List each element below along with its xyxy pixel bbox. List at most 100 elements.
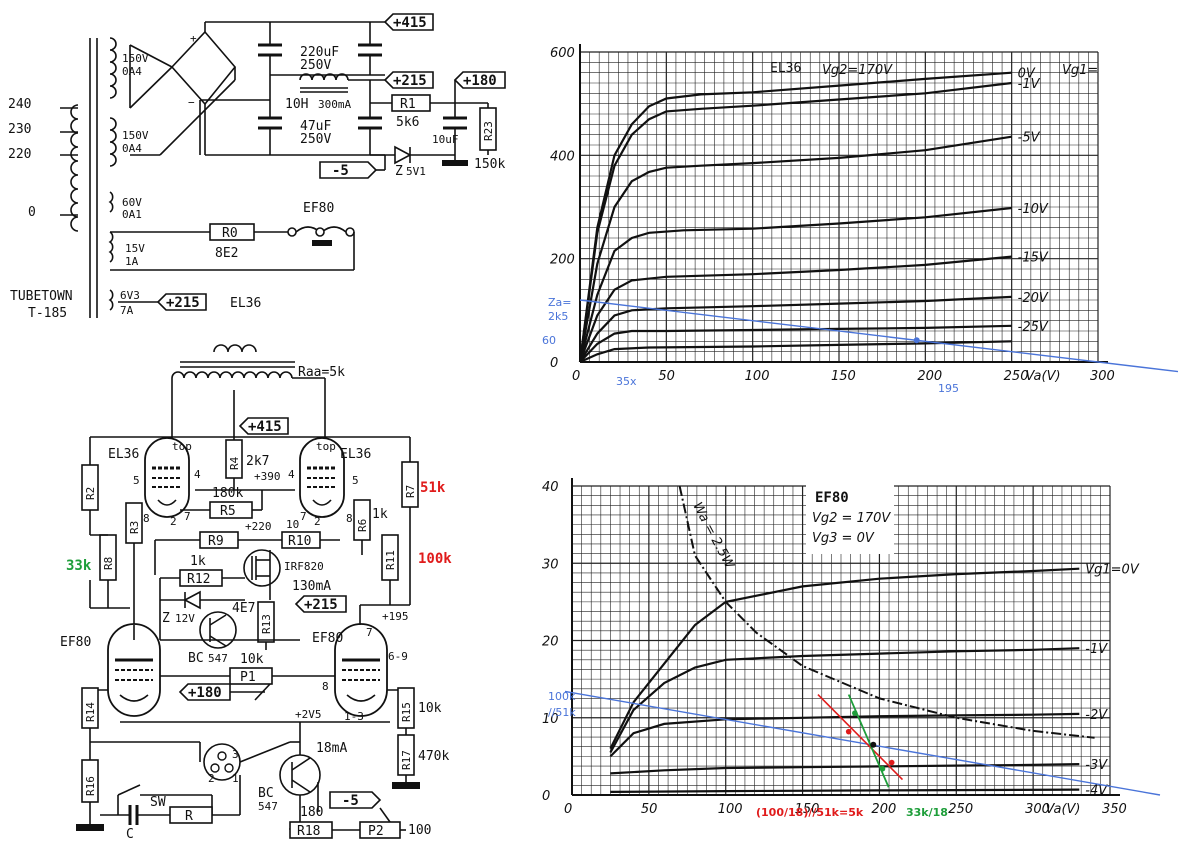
svg-text:R8: R8 — [102, 557, 115, 570]
v2v5-label: +2V5 — [295, 708, 322, 721]
green-mark-1 — [852, 710, 858, 716]
series-curve — [578, 71, 1012, 363]
raa-label: Raa=5k — [298, 365, 345, 380]
series-label: -4V — [1085, 784, 1108, 799]
zener-12v — [183, 590, 201, 610]
primary-winding — [70, 104, 79, 232]
svg-text:BC: BC — [258, 786, 274, 801]
green-mark-2 — [879, 765, 886, 772]
svg-text:8: 8 — [143, 512, 150, 525]
c1-value: 220uF — [300, 45, 339, 60]
svg-text:7: 7 — [366, 626, 373, 639]
bridge-rectifier — [170, 30, 237, 106]
x-tick-label: 300 — [1090, 369, 1115, 384]
red-line-label: (100/18)//51k=5k — [756, 806, 864, 819]
winding2-i: 0A4 — [122, 142, 142, 155]
svg-text:R10: R10 — [288, 534, 311, 549]
y-tick-label: 30 — [542, 557, 559, 572]
r11-value: 100k — [418, 551, 452, 567]
svg-text:Z: Z — [395, 164, 403, 179]
c2-value: 47uF — [300, 119, 331, 134]
series-curve — [579, 324, 1012, 363]
rail-tag-180b: +180 — [178, 683, 231, 701]
chart1-title: EL36 — [770, 61, 801, 76]
svg-text:8: 8 — [322, 680, 329, 693]
svg-text:R0: R0 — [222, 226, 238, 241]
model-label: T-185 — [28, 306, 67, 321]
svg-text:R18: R18 — [297, 824, 320, 839]
green-load-line — [847, 694, 890, 788]
ef80-right-label: EF80 — [312, 631, 343, 646]
tap-220: 220 — [8, 147, 31, 162]
svg-text:R: R — [185, 809, 193, 824]
rail-tag-215b: +215 — [156, 293, 207, 311]
v390-label: +390 — [254, 470, 281, 483]
svg-text:-5: -5 — [342, 793, 359, 809]
rail-tag-215: +215 — [383, 71, 434, 89]
c2-voltage: 250V — [300, 132, 331, 147]
svg-text:547: 547 — [258, 800, 278, 813]
svg-text:+180: +180 — [463, 73, 497, 89]
svg-text:R13: R13 — [260, 614, 273, 634]
tube-ef80-right — [334, 623, 388, 717]
x-tick-label: 200 — [871, 802, 896, 817]
svg-text:6-9: 6-9 — [388, 650, 408, 663]
svg-text:R17: R17 — [400, 750, 413, 770]
svg-text:Z: Z — [162, 611, 170, 626]
tap-230: 230 — [8, 122, 31, 137]
brand-label: TUBETOWN — [10, 289, 73, 304]
chart1-subtitle: Vg2=170V — [822, 63, 893, 78]
r5-value: 180k — [212, 486, 243, 501]
svg-text:R6: R6 — [356, 519, 369, 532]
svg-text:R14: R14 — [84, 702, 97, 722]
x-tick-label: 50 — [658, 369, 675, 384]
load-x-mark-hi: 195 — [938, 382, 959, 395]
tap-0: 0 — [28, 205, 36, 220]
chart2-subtitle: Vg2 = 170V — [812, 511, 891, 526]
winding4-v: 15V — [125, 242, 145, 255]
x-axis-label: Va(V) — [1045, 802, 1080, 817]
svg-text:C: C — [126, 827, 134, 842]
series-label: -20V — [1018, 291, 1049, 306]
series-label: -2V — [1085, 708, 1108, 723]
svg-text:+215: +215 — [166, 295, 200, 311]
zener-diode — [394, 145, 412, 165]
rail-tag-minus5b: -5 — [329, 791, 382, 809]
p2-value: 100 — [408, 823, 431, 838]
y-tick-label: 0 — [550, 356, 558, 371]
winding2-v: 150V — [122, 129, 149, 142]
heater-el36-label: EL36 — [230, 296, 261, 311]
choke-value: 10H — [285, 97, 308, 112]
svg-text:5: 5 — [352, 474, 359, 487]
load-line — [579, 299, 1179, 373]
series-label: -3V — [1085, 758, 1108, 773]
red-load-line — [817, 694, 904, 781]
series-curve — [610, 763, 1080, 775]
v195-label: +195 — [382, 610, 409, 623]
y-tick-label: 400 — [550, 149, 575, 164]
svg-text:4: 4 — [288, 468, 295, 481]
resistor-r7 — [401, 461, 419, 508]
svg-text:10: 10 — [286, 518, 299, 531]
x-tick-label: 50 — [641, 802, 658, 817]
svg-text:P1: P1 — [240, 670, 256, 685]
el36-right-label: EL36 — [340, 447, 371, 462]
red-mark-2 — [888, 759, 895, 766]
x-tick-label: 350 — [1102, 802, 1127, 817]
v220-label: +220 — [245, 520, 272, 533]
tube-ef80-left — [107, 623, 161, 717]
operating-point — [913, 337, 920, 344]
input-socket[interactable] — [203, 743, 241, 781]
x-tick-label: 200 — [917, 369, 942, 384]
svg-text:+215: +215 — [393, 73, 427, 89]
svg-text:P2: P2 — [368, 824, 384, 839]
winding5-v: 6V3 — [120, 289, 140, 302]
series-label: -10V — [1018, 202, 1049, 217]
svg-text:8: 8 — [346, 512, 353, 525]
heater-ef80-label: EF80 — [303, 201, 334, 216]
rail-tag-415: +415 — [383, 13, 434, 31]
svg-text:1-3: 1-3 — [344, 710, 364, 723]
load-label-2: //51k — [548, 706, 576, 719]
rail-tag-180: +180 — [453, 71, 506, 89]
